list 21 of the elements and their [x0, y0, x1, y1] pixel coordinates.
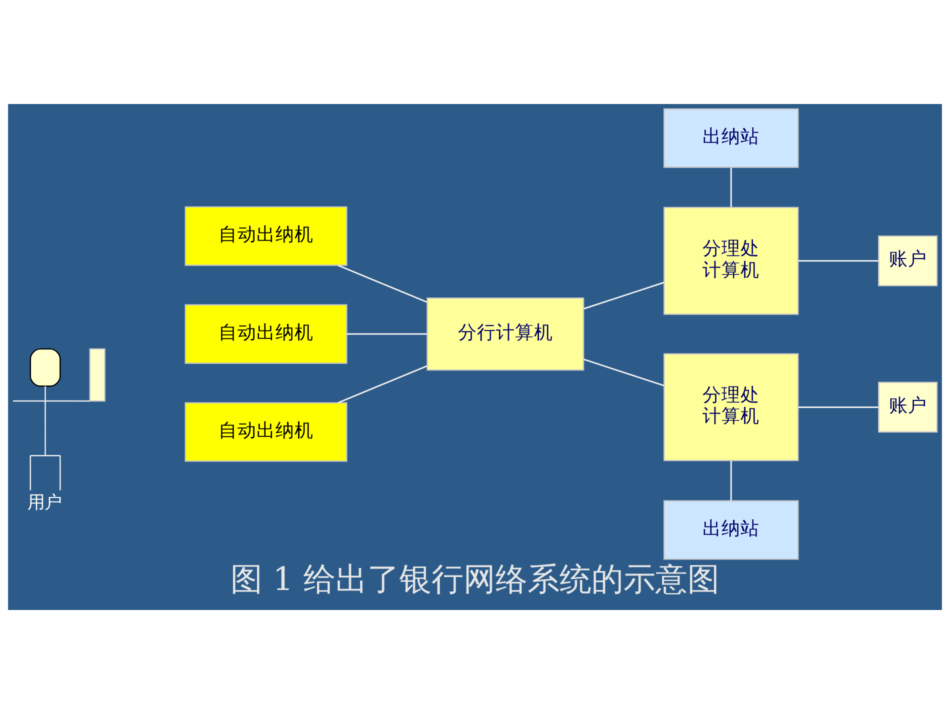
connector: [584, 358, 664, 386]
connector: [338, 364, 428, 403]
node-box: 账户: [878, 234, 938, 286]
node-box: 自动出纳机: [184, 206, 348, 266]
node-box: 自动出纳机: [184, 304, 348, 364]
connector: [338, 264, 428, 302]
caption: 图 1 给出了银行网络系统的示意图: [230, 559, 720, 598]
node-box: 出纳站: [664, 108, 799, 168]
node-box: 分行计算机: [426, 296, 584, 370]
node-box: 分理处计算机: [664, 352, 799, 461]
connector: [798, 260, 878, 262]
node-box: 自动出纳机: [184, 402, 348, 462]
connector: [798, 406, 878, 408]
connector: [584, 281, 664, 309]
node-box: 账户: [878, 381, 938, 432]
connector: [730, 167, 732, 207]
node-label: 用户: [27, 492, 62, 512]
connector: [346, 332, 428, 334]
node-box: 分理处计算机: [664, 206, 799, 314]
node-box: 出纳站: [664, 500, 799, 560]
connector: [730, 460, 732, 500]
